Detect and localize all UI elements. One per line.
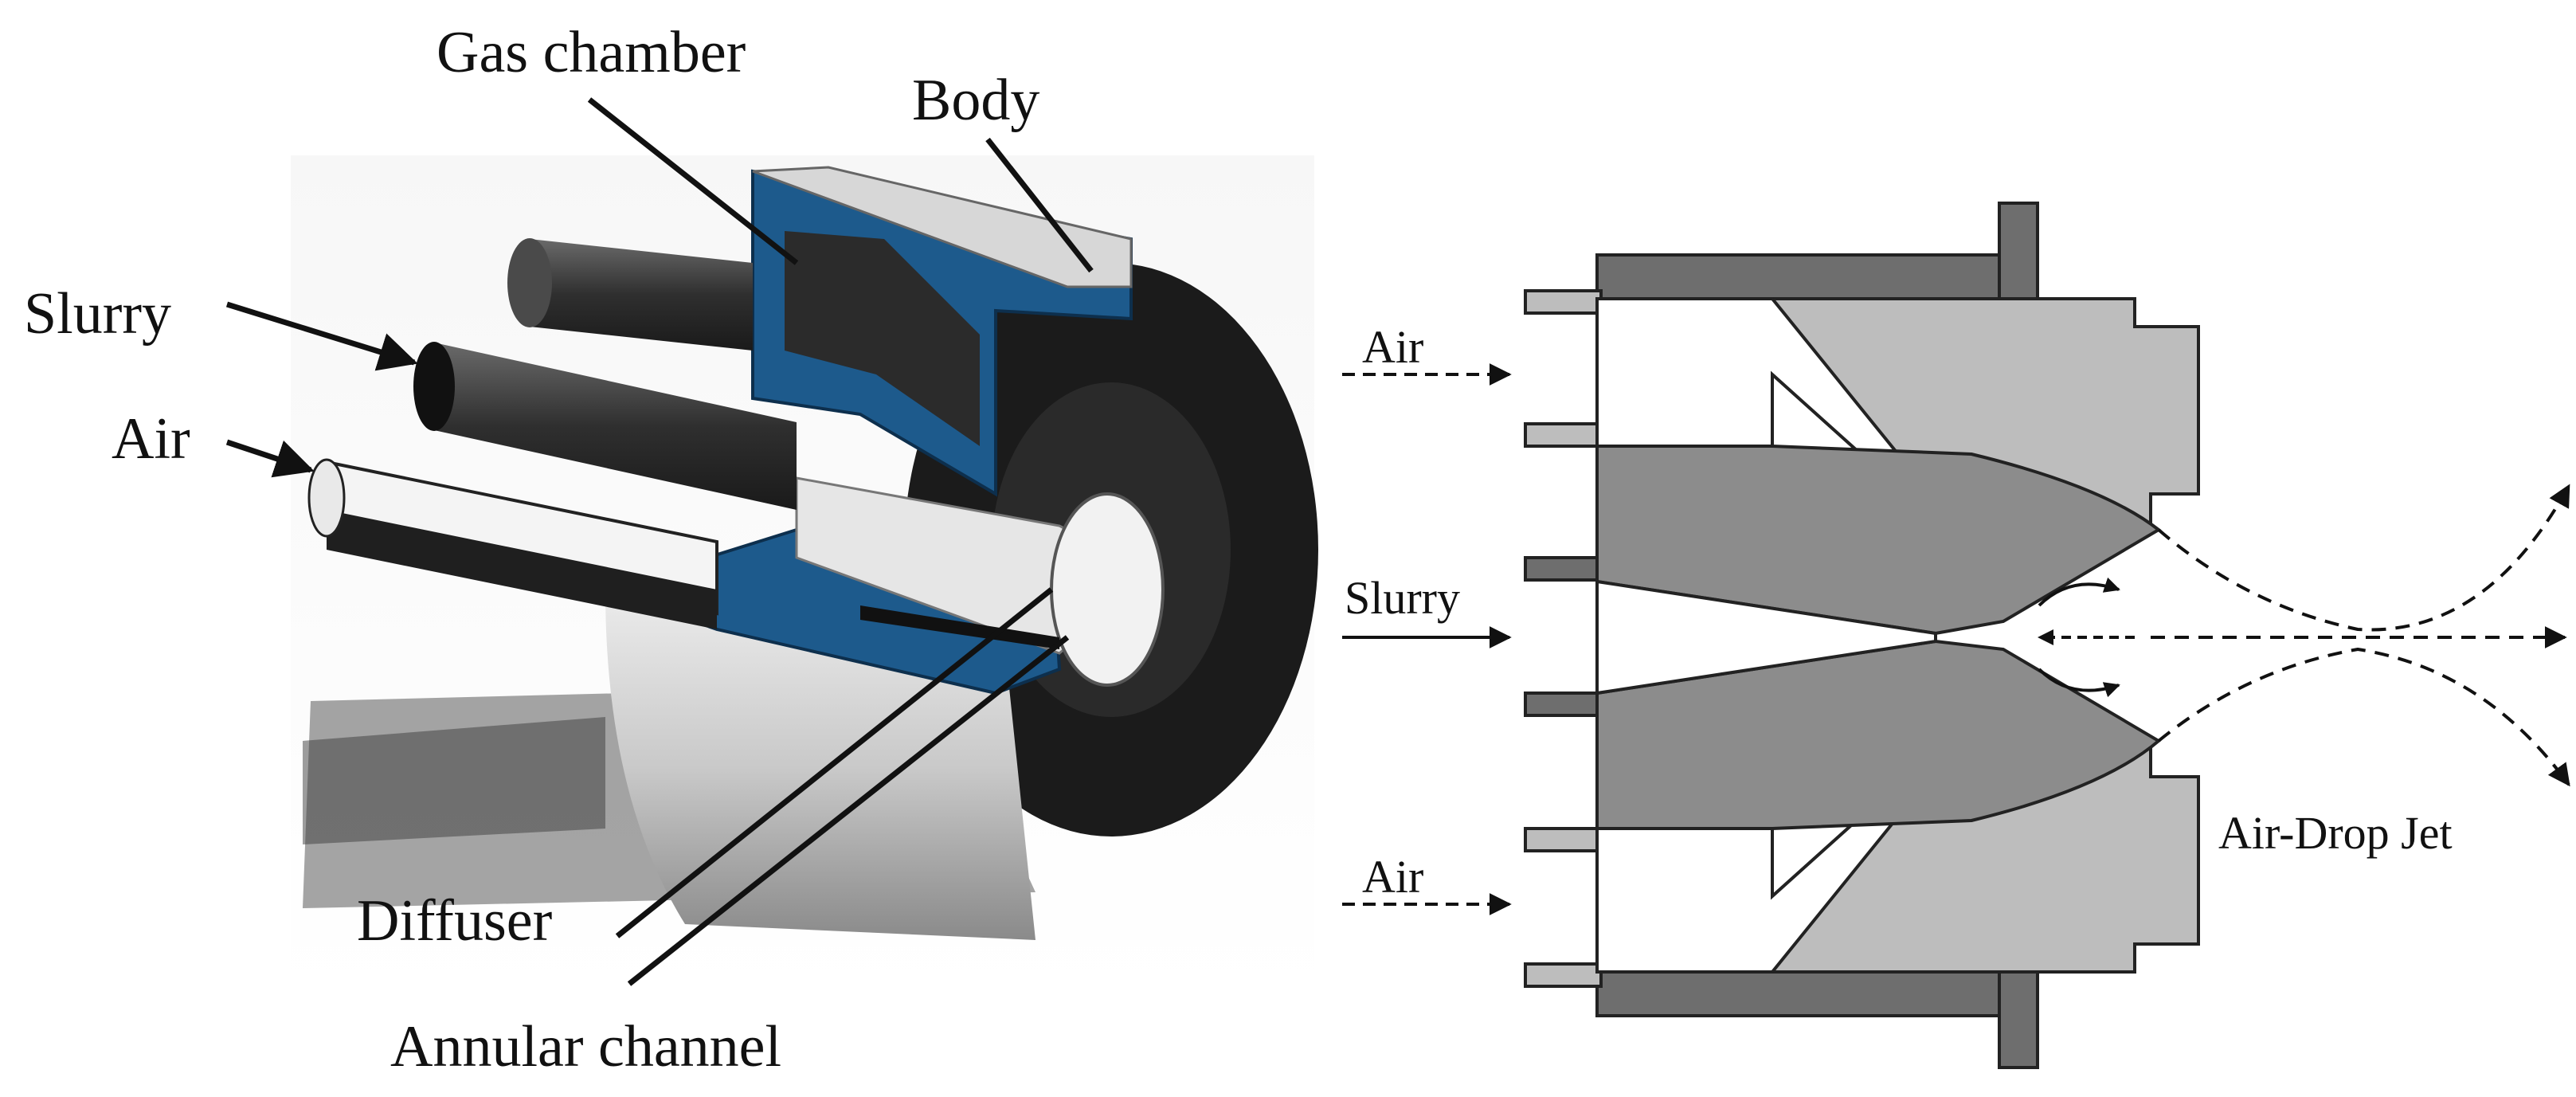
body-top-face xyxy=(752,166,1133,288)
air-stub-top-2 xyxy=(1524,422,1603,448)
air-stub-bottom xyxy=(1524,827,1603,852)
recirc-upper xyxy=(2038,577,2120,607)
air-drop-jet-label: Air-Drop Jet xyxy=(2218,807,2453,859)
bottom-housing xyxy=(1595,970,2001,1017)
floor-shadow-2 xyxy=(303,717,605,844)
slurry-arrow xyxy=(225,301,418,371)
right-section-figure xyxy=(1524,202,2200,1069)
gas-chamber-leader xyxy=(587,97,799,265)
diffuser-opening xyxy=(1050,492,1165,687)
annular-leader xyxy=(627,635,1070,986)
recirc-lower xyxy=(2038,668,2120,698)
air-bottom-label: Air xyxy=(1362,851,1423,903)
air-top-label: Air xyxy=(1362,321,1423,373)
slurry-channel xyxy=(1595,579,1937,695)
inner-cone-lower xyxy=(1595,639,2162,830)
air-arrow xyxy=(225,439,315,478)
air-pipe-dark xyxy=(327,510,717,629)
body-leader xyxy=(985,137,1094,273)
air-pipe-end xyxy=(307,458,346,538)
jet-upper xyxy=(2157,484,2570,632)
gas-chamber-cavity xyxy=(785,231,980,446)
annular-channel-label: Annular channel xyxy=(390,1014,781,1079)
annular-channel xyxy=(860,605,1059,649)
slurry-label-right: Slurry xyxy=(1345,572,1460,624)
body-label: Body xyxy=(912,68,1039,133)
air-label: Air xyxy=(112,406,190,472)
left-cutaway-figure: Gas chamber Body Slurry Air Diffuser Ann… xyxy=(24,20,1318,1079)
top-dark-pipe-end xyxy=(507,238,552,327)
air-stub-bottom-2 xyxy=(1524,962,1603,988)
slurry-pipe-end xyxy=(413,342,455,431)
top-dark-pipe xyxy=(530,239,753,351)
inner-cone-upper xyxy=(1595,445,2162,636)
top-housing xyxy=(1595,253,2001,300)
slurry-pipe xyxy=(434,343,797,510)
slurry-stub-bottom xyxy=(1524,692,1603,717)
jet-lower xyxy=(2157,647,2570,787)
diffuser-leader xyxy=(615,587,1054,938)
slurry-label: Slurry xyxy=(24,281,171,347)
slurry-stub-top xyxy=(1524,556,1603,582)
diffuser-label: Diffuser xyxy=(357,888,552,954)
air-stub-top xyxy=(1524,289,1603,315)
gas-chamber-label: Gas chamber xyxy=(437,20,746,85)
right-labels: Air Slurry Air Air-Drop Jet xyxy=(1345,321,2453,903)
right-flow-arrows xyxy=(1342,363,2570,915)
